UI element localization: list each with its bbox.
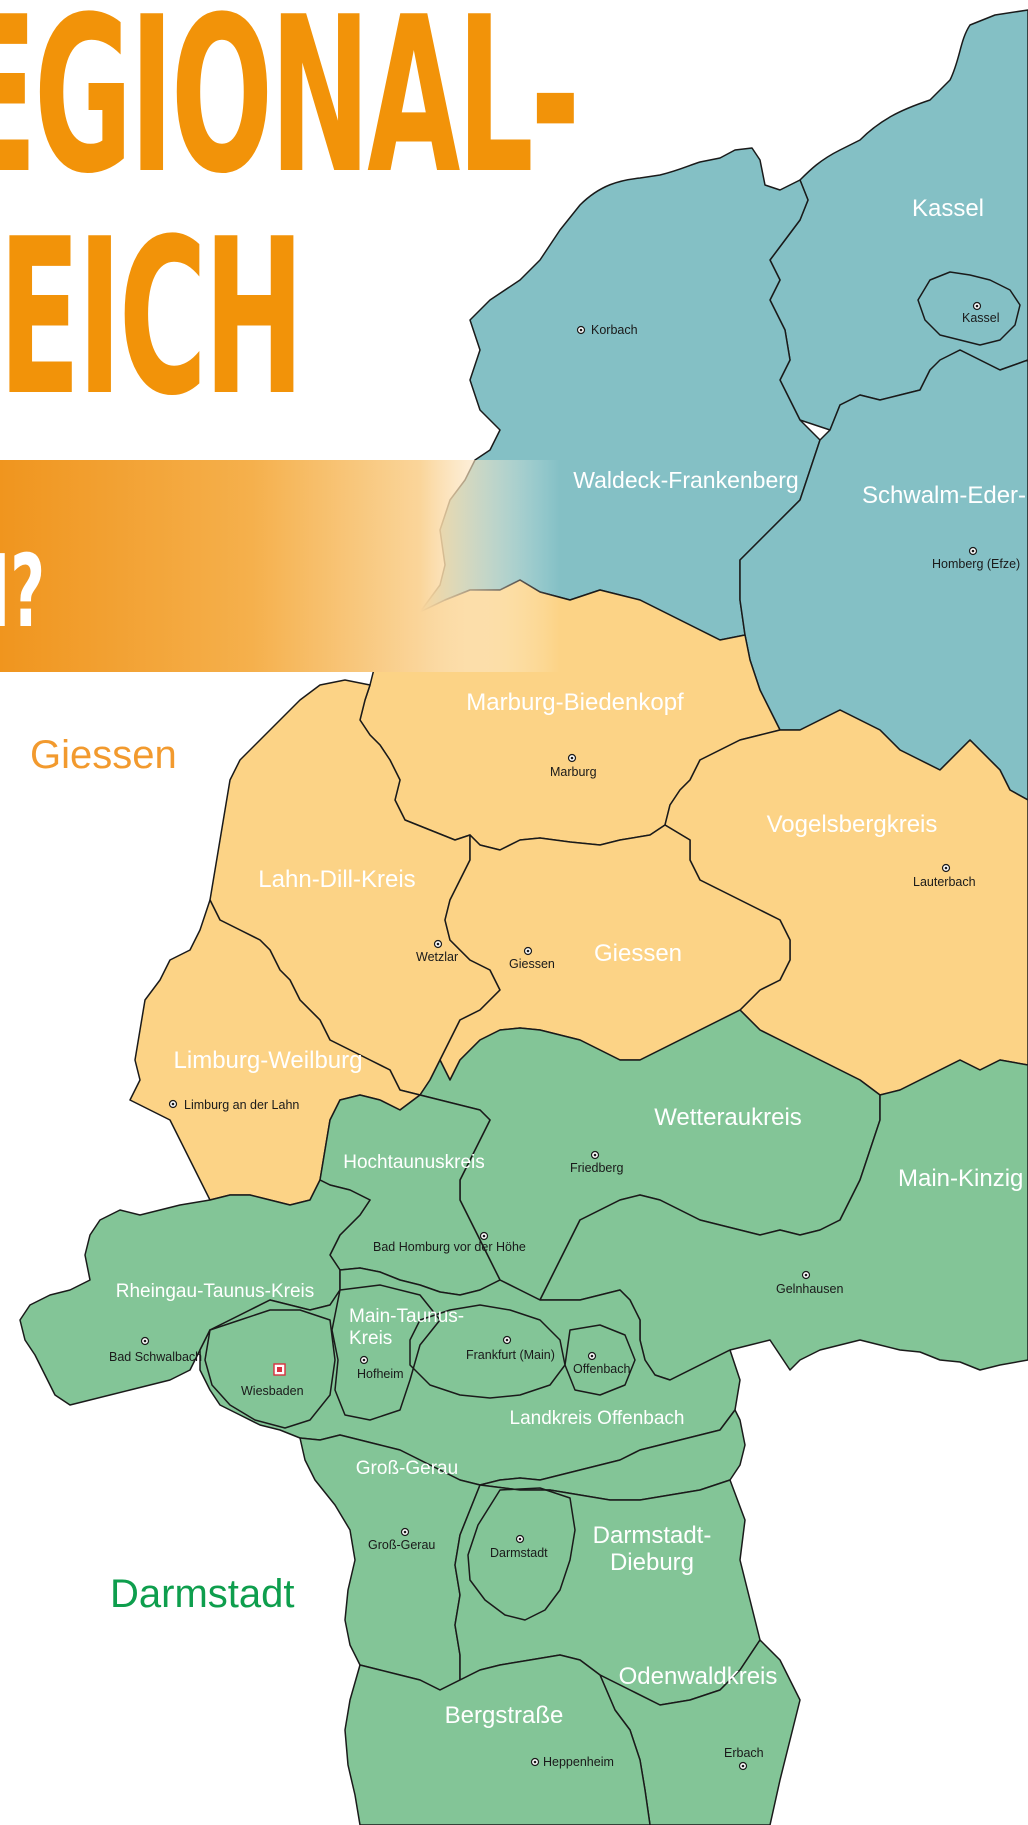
label-dadi-2: Dieburg xyxy=(610,1549,694,1576)
label-lahndill: Lahn-Dill-Kreis xyxy=(258,866,415,893)
label-waldeck: Waldeck-Frankenberg xyxy=(573,467,798,493)
label-grossgerau: Groß-Gerau xyxy=(356,1458,458,1479)
city-wiesbaden: Wiesbaden xyxy=(241,1384,304,1398)
label-hochtaunus: Hochtaunuskreis xyxy=(343,1152,485,1173)
city-korbach: Korbach xyxy=(591,323,638,337)
district-rheingau-shape[interactable] xyxy=(19,1179,371,1406)
city-marburg: Marburg xyxy=(550,765,597,779)
title-banner xyxy=(0,460,560,672)
city-wetzlar: Wetzlar xyxy=(416,950,458,964)
city-friedberg: Friedberg xyxy=(570,1161,624,1175)
city-giessen: Giessen xyxy=(509,957,555,971)
district-bergstrasse-shape[interactable] xyxy=(344,1654,651,1825)
city-kassel: Kassel xyxy=(962,311,1000,325)
city-limburg: Limburg an der Lahn xyxy=(184,1098,299,1112)
region-label-darmstadt: Darmstadt xyxy=(110,1572,295,1616)
label-wetterau: Wetteraukreis xyxy=(654,1104,802,1131)
marker-marburg[interactable] xyxy=(567,753,577,763)
label-giessen: Giessen xyxy=(594,940,682,967)
city-gelnhausen: Gelnhausen xyxy=(776,1282,843,1296)
district-kassel-city-shape[interactable] xyxy=(917,271,1021,346)
label-schwalm: Schwalm-Eder- xyxy=(862,482,1026,509)
city-badschwalbach: Bad Schwalbach xyxy=(109,1350,202,1364)
marker-kassel[interactable] xyxy=(972,301,982,311)
marker-frankfurt[interactable] xyxy=(502,1335,512,1345)
marker-hofheim[interactable] xyxy=(359,1355,369,1365)
label-odenwald: Odenwaldkreis xyxy=(619,1663,778,1690)
marker-erbach[interactable] xyxy=(738,1761,748,1771)
label-offenbach-lk: Landkreis Offenbach xyxy=(510,1408,685,1429)
district-darmstadt-city-shape[interactable] xyxy=(467,1487,576,1621)
label-limburg: Limburg-Weilburg xyxy=(174,1047,363,1074)
marker-badschwalbach[interactable] xyxy=(140,1336,150,1346)
district-wiesbaden-shape[interactable] xyxy=(204,1309,336,1429)
marker-lauterbach[interactable] xyxy=(941,863,951,873)
city-heppenheim: Heppenheim xyxy=(543,1755,614,1769)
marker-limburg[interactable] xyxy=(168,1099,178,1109)
capital-marker[interactable] xyxy=(273,1363,286,1376)
label-maintaunus-2: Kreis xyxy=(349,1328,392,1349)
region-darmstadt-area xyxy=(19,1009,1028,1825)
page-title-line2: LEICH xyxy=(0,192,304,443)
city-darmstadt: Darmstadt xyxy=(490,1546,548,1560)
marker-grossgerau[interactable] xyxy=(400,1527,410,1537)
district-offenbach-city-shape[interactable] xyxy=(564,1324,636,1396)
marker-wetzlar[interactable] xyxy=(433,939,443,949)
marker-giessen[interactable] xyxy=(523,946,533,956)
label-marburg: Marburg-Biedenkopf xyxy=(466,689,684,716)
marker-homberg[interactable] xyxy=(968,546,978,556)
label-maintaunus-1: Main-Taunus- xyxy=(349,1306,464,1327)
city-homberg: Homberg (Efze) xyxy=(932,557,1020,571)
marker-offenbach[interactable] xyxy=(587,1351,597,1361)
marker-friedberg[interactable] xyxy=(590,1150,600,1160)
marker-badhomburg[interactable] xyxy=(479,1231,489,1241)
city-erbach: Erbach xyxy=(724,1746,764,1760)
district-maintaunus-inner-shape[interactable] xyxy=(331,1284,441,1421)
marker-gelnhausen[interactable] xyxy=(801,1270,811,1280)
city-lauterbach: Lauterbach xyxy=(913,875,976,889)
city-grossgerau: Groß-Gerau xyxy=(368,1538,435,1552)
label-vogelsberg: Vogelsbergkreis xyxy=(767,811,938,838)
label-mainkinzig: Main-Kinzig xyxy=(898,1165,1023,1192)
district-frankfurt-shape[interactable] xyxy=(409,1304,566,1399)
city-frankfurt: Frankfurt (Main) xyxy=(466,1348,555,1362)
city-offenbach: Offenbach xyxy=(573,1362,631,1376)
marker-heppenheim[interactable] xyxy=(530,1757,540,1767)
label-bergstrasse: Bergstraße xyxy=(445,1702,564,1729)
city-hofheim: Hofheim xyxy=(357,1367,404,1381)
page-title-line1: EGIONAL- xyxy=(0,0,580,221)
city-badhomburg: Bad Homburg vor der Höhe xyxy=(373,1240,526,1254)
marker-darmstadt[interactable] xyxy=(515,1534,525,1544)
label-rheingau: Rheingau-Taunus-Kreis xyxy=(116,1281,315,1302)
region-label-giessen: Giessen xyxy=(30,733,177,777)
label-dadi-1: Darmstadt- xyxy=(593,1522,712,1549)
marker-korbach[interactable] xyxy=(576,325,586,335)
banner-question: N? xyxy=(0,533,46,650)
label-kassel: Kassel xyxy=(912,195,984,222)
